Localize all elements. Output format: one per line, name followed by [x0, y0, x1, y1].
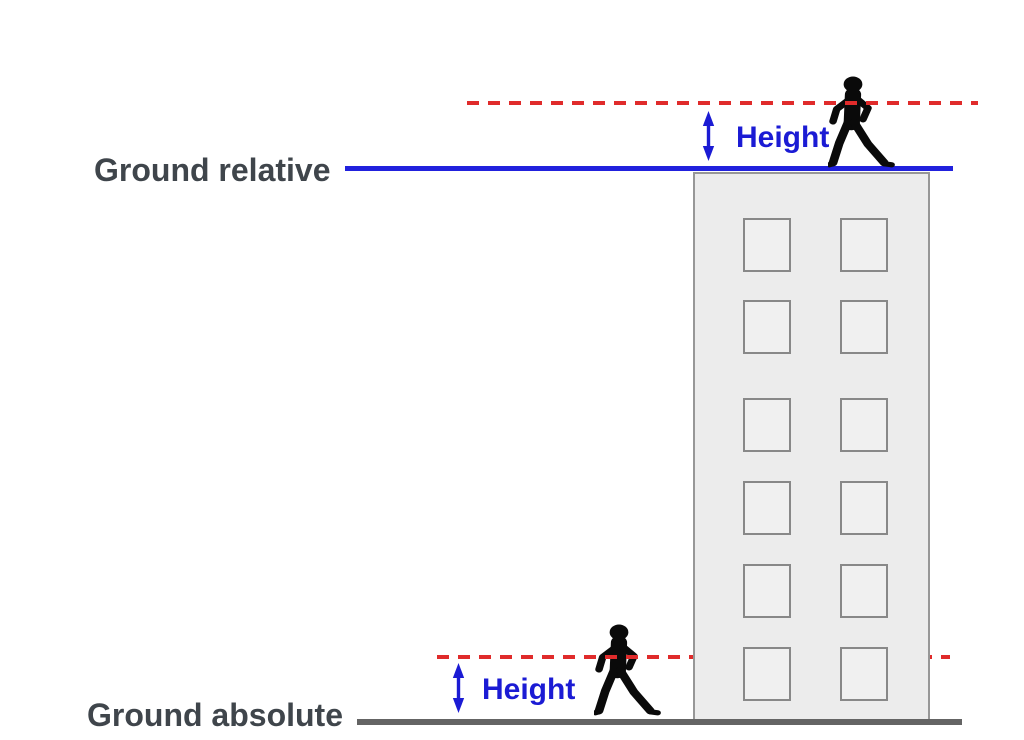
ground-relative-label: Ground relative: [94, 152, 331, 188]
building-window: [743, 398, 791, 452]
building-window: [840, 481, 888, 535]
building: [693, 172, 930, 719]
building-window: [840, 218, 888, 272]
ground-relative-line: [345, 166, 953, 171]
walking-person-icon: [828, 76, 908, 171]
double-vertical-arrow-icon: [450, 663, 467, 713]
reference-dashed-line-top: [467, 101, 978, 105]
building-window: [840, 647, 888, 701]
ground-absolute-line: [357, 719, 962, 725]
walking-person-icon: [594, 624, 674, 719]
building-window: [743, 481, 791, 535]
height-label-upper: Height: [736, 121, 830, 154]
ground-absolute-label: Ground absolute: [87, 697, 343, 733]
double-vertical-arrow-icon: [700, 111, 717, 161]
height-label-lower: Height: [482, 673, 576, 706]
building-window: [743, 218, 791, 272]
building-window: [743, 300, 791, 354]
building-window: [743, 564, 791, 618]
building-window: [840, 564, 888, 618]
building-window: [840, 398, 888, 452]
building-window: [743, 647, 791, 701]
building-window: [840, 300, 888, 354]
